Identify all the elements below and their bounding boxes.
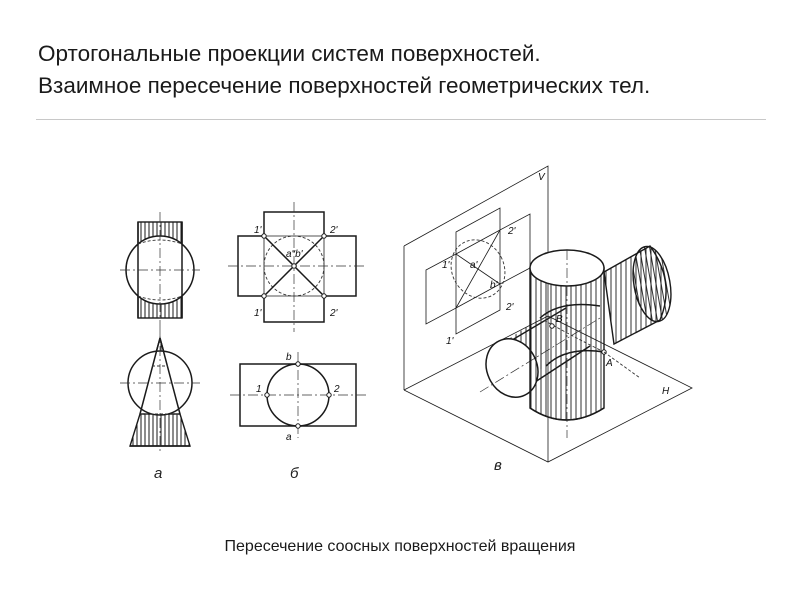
figure-v-point-B: B [556, 314, 563, 325]
title-divider [36, 119, 766, 120]
figure-v-point-A: A [605, 358, 613, 369]
figure-v-point-2-upper: 2' [507, 226, 517, 237]
figure-v-label: в [494, 457, 502, 474]
figure-a-bottom-view [120, 328, 200, 452]
figure-b-point-2: 2 [333, 384, 340, 395]
figure-b-point-ab: a"b' [286, 249, 304, 260]
figure-v-point-b: b' [490, 280, 499, 291]
figure-b-label: б [290, 465, 299, 482]
figure-b-point-1-lower: 1' [254, 308, 263, 319]
figure-b-point-2-upper: 2' [329, 225, 339, 236]
plane-v-label: V [538, 172, 546, 183]
figure-b-point-a: a [286, 432, 292, 443]
page-title-line-2: Взаимное пересечение поверхностей геомет… [38, 73, 651, 98]
figure-b-point-b: b [286, 352, 292, 363]
plane-h-label: H [662, 386, 670, 397]
figure-b-point-1-upper: 1' [254, 225, 263, 236]
title-block: Ортогональные проекции систем поверхност… [38, 38, 650, 102]
figure-v-point-a: a' [470, 260, 479, 271]
figure-b-point-1: 1 [256, 384, 262, 395]
figure-v-point-1-lower: 1' [446, 336, 455, 347]
figure-a-top-view [120, 212, 200, 328]
page-title-line-1: Ортогональные проекции систем поверхност… [38, 41, 541, 66]
figure-v-point-2-lower: 2' [505, 302, 515, 313]
figure-b-bottom-view [230, 352, 366, 438]
figure-v-point-1-upper: 1' [442, 260, 451, 271]
figure-v-isometric-view [403, 165, 693, 463]
figure-b-point-2-lower: 2' [329, 308, 339, 319]
figure-b-top-view [228, 202, 366, 332]
figure-a-label: а [154, 465, 162, 482]
figure-caption: Пересечение соосных поверхностей вращени… [224, 538, 576, 555]
